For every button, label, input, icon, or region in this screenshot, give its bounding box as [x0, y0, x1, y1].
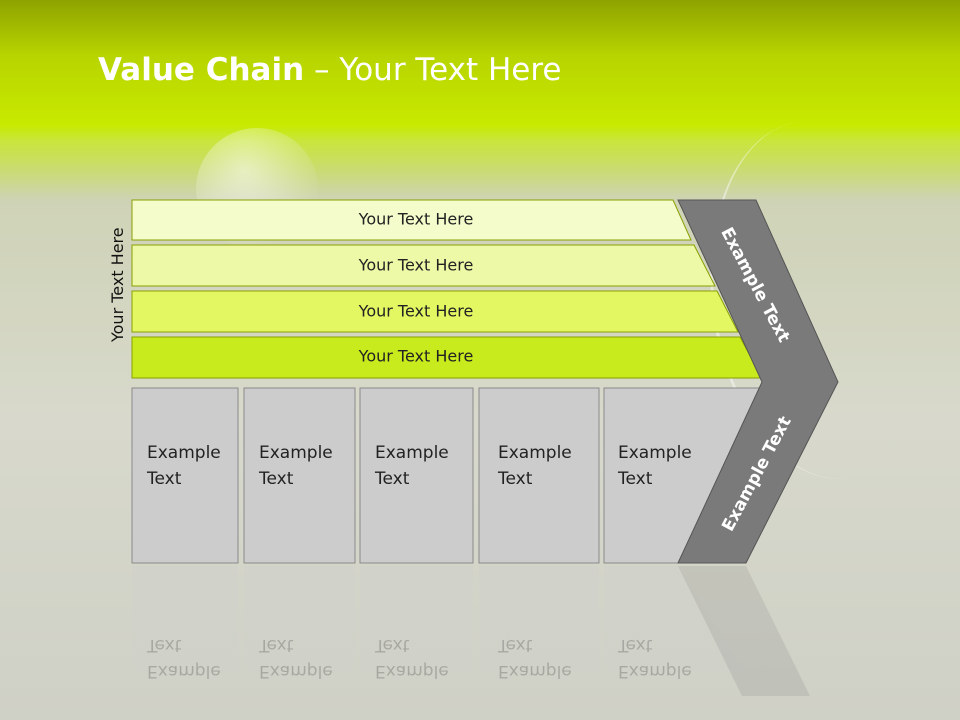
box-3-line2-reflection: Text: [375, 635, 410, 655]
box-reflection: [604, 566, 760, 696]
box-5-text-reflection: Example Text: [618, 632, 692, 684]
box-3-text-reflection: Example Text: [375, 632, 449, 684]
box-reflection: [244, 566, 355, 696]
bar-2-label: Your Text Here: [358, 256, 474, 275]
box-5-line2-reflection: Text: [618, 635, 653, 655]
chevron-arrow: [677, 199, 839, 564]
box-4-line2-reflection: Text: [498, 635, 533, 655]
box-2-line1-reflection: Example: [259, 661, 333, 681]
box-reflection: [360, 566, 473, 696]
box-4: [478, 387, 600, 564]
box-1-line1-reflection: Example: [147, 661, 221, 681]
box-1-line2: Text: [147, 469, 182, 489]
bar-3: [131, 290, 739, 333]
box-reflection: [479, 566, 599, 696]
box-3-line2: Text: [375, 469, 410, 489]
bar-2: [131, 244, 716, 287]
box-1-line1: Example: [147, 443, 221, 463]
box-5-text: Example Text: [618, 440, 692, 492]
bar-1: [131, 199, 692, 241]
box-4-text-reflection: Example Text: [498, 632, 572, 684]
bar-3-label: Your Text Here: [358, 302, 474, 321]
box-1-text-reflection: Example Text: [147, 632, 221, 684]
title-bold: Value Chain: [98, 52, 305, 88]
box-3-line1: Example: [375, 443, 449, 463]
box-3: [359, 387, 474, 564]
box-2-line2: Text: [259, 469, 294, 489]
box-2: [243, 387, 356, 564]
bar-1-label: Your Text Here: [358, 210, 474, 229]
box-1-line2-reflection: Text: [147, 635, 182, 655]
box-5-line1-reflection: Example: [618, 661, 692, 681]
box-4-line1: Example: [498, 443, 572, 463]
box-4-text: Example Text: [498, 440, 572, 492]
header-band: [0, 0, 960, 200]
box-5-line2: Text: [618, 469, 653, 489]
box-2-line2-reflection: Text: [259, 635, 294, 655]
box-2-text-reflection: Example Text: [259, 632, 333, 684]
box-5-line1: Example: [618, 443, 692, 463]
box-3-line1-reflection: Example: [375, 661, 449, 681]
box-4-line1-reflection: Example: [498, 661, 572, 681]
chevron-reflection: [678, 566, 810, 696]
box-1-text: Example Text: [147, 440, 221, 492]
box-reflection: [132, 566, 238, 696]
box-1: [131, 387, 239, 564]
title-rest: – Your Text Here: [304, 52, 562, 88]
boxes-reflection: [132, 566, 810, 696]
box-4-line2: Text: [498, 469, 533, 489]
bar-4-label: Your Text Here: [358, 347, 474, 366]
slide-title: Value Chain – Your Text Here: [98, 52, 561, 88]
box-3-text: Example Text: [375, 440, 449, 492]
box-2-text: Example Text: [259, 440, 333, 492]
box-2-line1: Example: [259, 443, 333, 463]
